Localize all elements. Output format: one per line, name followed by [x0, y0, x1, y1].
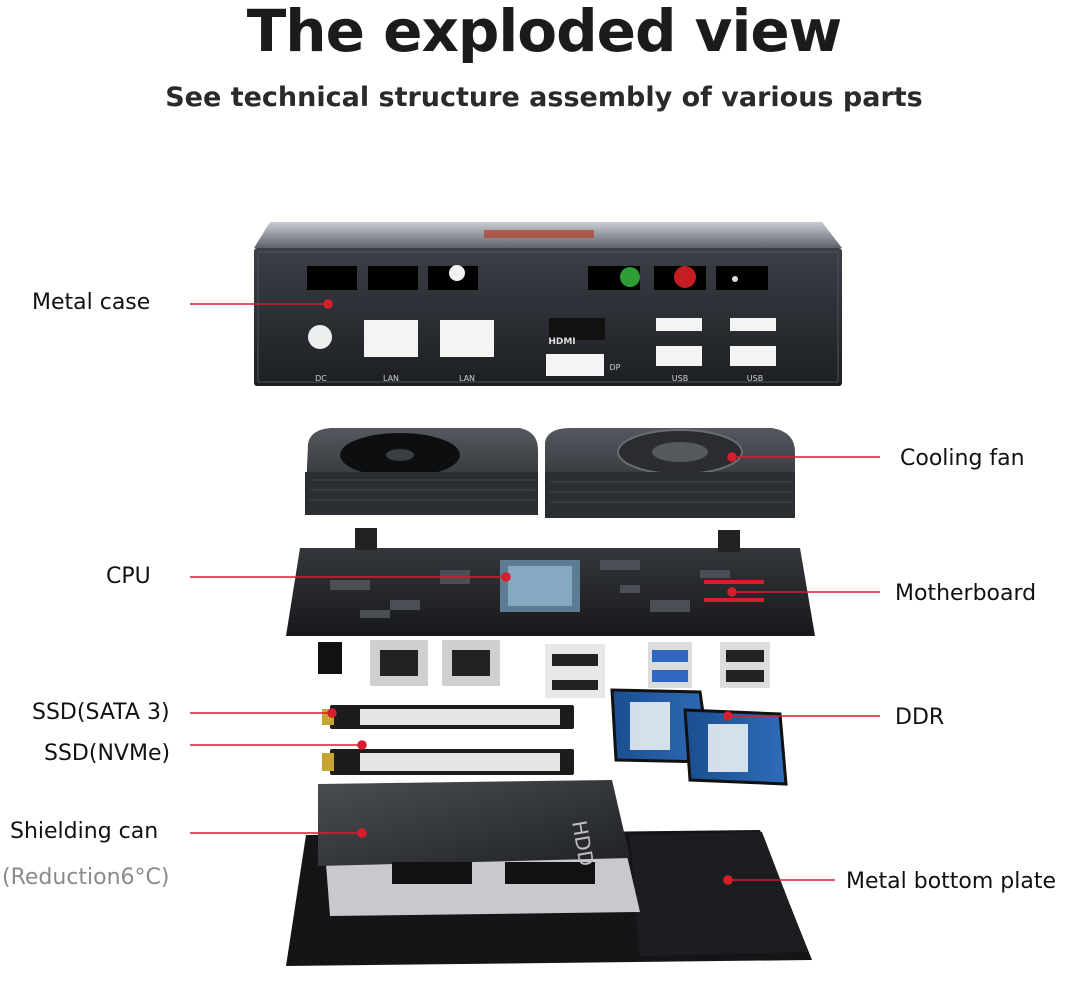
page-subtitle: See technical structure assembly of vari… — [165, 82, 923, 113]
label-cooling-fan: Cooling fan — [900, 446, 1025, 471]
port-label-usb-2: USB — [747, 374, 763, 383]
shielding-can — [318, 780, 640, 916]
port-label-usb-1: USB — [672, 374, 688, 383]
port-label-dc: DC — [315, 374, 327, 383]
ssd-nvme — [322, 749, 574, 775]
label-shielding-note: (Reduction6°C) — [2, 865, 170, 890]
label-cpu: CPU — [106, 564, 151, 589]
leader-lines — [190, 299, 880, 885]
ddr-memory — [610, 688, 788, 786]
label-ddr: DDR — [895, 705, 945, 730]
port-label-lan-2: LAN — [459, 374, 475, 383]
label-metal-case: Metal case — [32, 290, 151, 315]
page-title: The exploded view — [246, 0, 843, 65]
label-motherboard: Motherboard — [895, 581, 1037, 606]
label-shielding-can: Shielding can — [10, 819, 159, 844]
label-metal-bottom-plate: Metal bottom plate — [846, 869, 1057, 894]
port-label-lan-1: LAN — [383, 374, 399, 383]
hdmi-text: HDMI — [548, 337, 575, 347]
label-ssd-nvme: SSD(NVMe) — [44, 741, 171, 766]
ssd-sata — [322, 705, 574, 729]
label-ssd-sata: SSD(SATA 3) — [32, 700, 170, 725]
motherboard — [286, 528, 815, 698]
metal-case — [254, 222, 842, 386]
cooling-fan — [305, 428, 795, 518]
port-label-dp: DP — [610, 363, 621, 372]
